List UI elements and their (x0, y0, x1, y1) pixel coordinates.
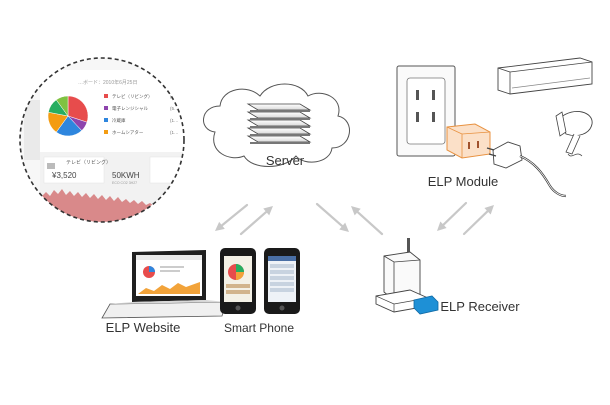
air-conditioner-icon (497, 57, 593, 95)
smart-phone-icon-2 (264, 248, 300, 314)
legend-value: (5… (170, 106, 179, 111)
elp-receiver-label: ELP Receiver (440, 299, 520, 314)
arrow-receiver-to-server-up (354, 208, 384, 236)
arrow-receiver-to-module-up (462, 208, 491, 236)
pie-slice-1 (67, 95, 89, 123)
dashboard-zoom: …ボード：2010年6月25日 テレビ（リビング）(…電子レンジシャル(5…冷蔵… (19, 57, 185, 223)
arrow-module-to-receiver-down (440, 201, 468, 228)
connection-arrows (215, 201, 494, 236)
usage-card (43, 156, 105, 184)
card-kwh-subtitle: ECO CO2 3H27 (112, 181, 137, 185)
legend-label: テレビ（リビング） (112, 93, 153, 100)
legend-label: ホームシアター (112, 129, 144, 136)
legend-swatch (104, 106, 108, 110)
legend-swatch (104, 94, 108, 98)
power-plug-icon (486, 141, 567, 198)
arrow-module-to-receiver-down-head (437, 221, 447, 231)
elp-receiver-node (375, 238, 439, 315)
elp-module-label: ELP Module (428, 174, 499, 189)
legend-label: 冷蔵庫 (112, 117, 126, 124)
wall-outlet-icon (396, 65, 456, 157)
smart-phone-icon (220, 248, 256, 314)
usage-pie-chart (47, 95, 89, 137)
smart-phone-label: Smart Phone (224, 321, 294, 335)
arrow-website-to-server-up-head (215, 221, 225, 231)
arrow-website-to-server-up (218, 203, 249, 229)
laptop-icon (101, 250, 227, 319)
legend-value: (1… (170, 130, 179, 135)
elp-plug-adapter-icon (446, 123, 491, 159)
legend-label: 電子レンジシャル (112, 105, 148, 112)
arrow-server-to-receiver-down-head (339, 222, 349, 232)
card-title: テレビ（リビング） (66, 159, 111, 166)
server-node (203, 83, 350, 167)
elp-module-node (396, 57, 593, 198)
card-yen-value: ¥3,520 (51, 171, 77, 180)
arrow-server-to-receiver-down (315, 202, 346, 230)
legend-value: (1… (170, 118, 179, 123)
legend-swatch (104, 130, 108, 134)
arrow-receiver-to-module-up-head (484, 205, 494, 215)
antenna-icon (407, 238, 410, 256)
usb-dongle-icon (413, 295, 439, 315)
card-kwh-value: 50KWH (112, 171, 140, 180)
arrow-server-to-website-down (239, 208, 270, 236)
server-rack-icon (246, 103, 312, 144)
elp-website-label: ELP Website (106, 320, 181, 335)
server-label: Server (266, 153, 305, 168)
pie-slice-6 (55, 95, 69, 117)
legend-swatch (104, 118, 108, 122)
arrow-server-to-website-down-head (263, 206, 273, 216)
zoom-circle-border (19, 57, 185, 223)
tv-icon (47, 163, 55, 169)
hair-dryer-icon (555, 111, 593, 157)
dashboard-header: …ボード：2010年6月25日 (78, 79, 137, 86)
arrow-receiver-to-server-up-head (351, 206, 361, 216)
